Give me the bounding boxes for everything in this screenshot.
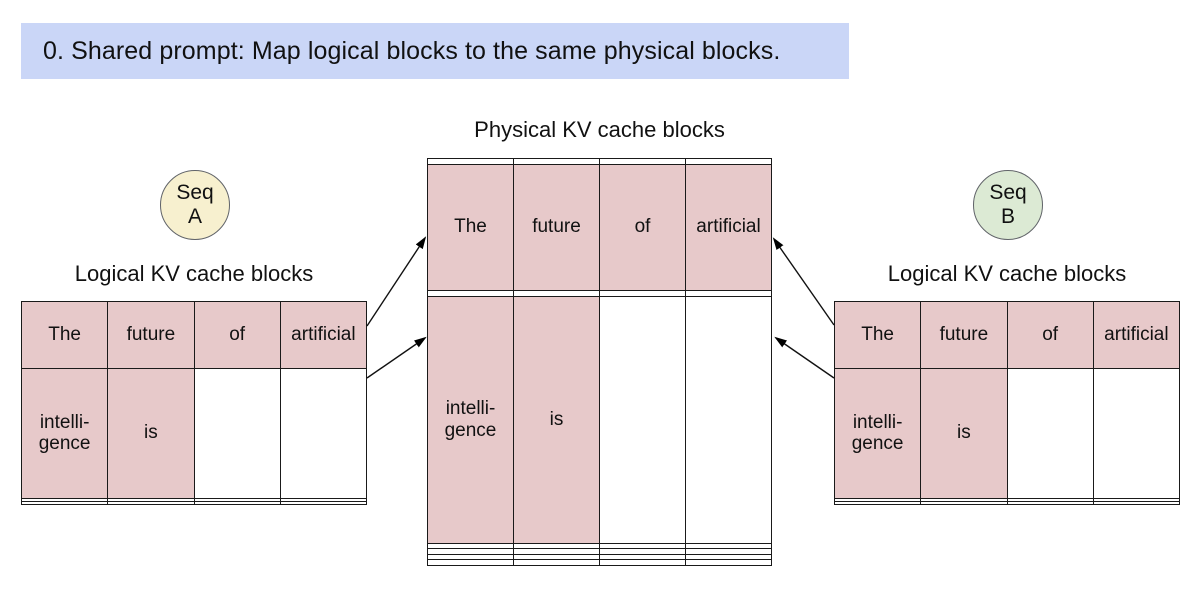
empty-cell xyxy=(513,559,600,566)
table-row xyxy=(833,501,1181,505)
title-text: 0. Shared prompt: Map logical blocks to … xyxy=(43,36,781,65)
empty-cell xyxy=(279,501,368,505)
mapping-arrow xyxy=(366,236,427,327)
token-cell: artificial xyxy=(685,163,772,291)
title-banner: 0. Shared prompt: Map logical blocks to … xyxy=(21,23,849,79)
empty-cell xyxy=(1092,501,1181,505)
token-cell: The xyxy=(427,163,514,291)
physical-table-label: Physical KV cache blocks xyxy=(474,117,725,142)
empty-cell xyxy=(599,295,686,544)
empty-cell xyxy=(1006,367,1094,500)
logical-table-a-label: Logical KV cache blocks xyxy=(74,261,314,286)
mapping-arrow xyxy=(772,237,835,326)
empty-cell xyxy=(1006,501,1094,505)
token-cell: artificial xyxy=(279,301,368,369)
empty-cell xyxy=(599,559,686,566)
token-cell: intelli- gence xyxy=(20,367,109,500)
empty-cell xyxy=(1092,367,1181,500)
token-cell: intelli- gence xyxy=(427,295,514,544)
token-cell: of xyxy=(1006,301,1094,369)
token-cell: future xyxy=(513,163,600,291)
empty-cell xyxy=(107,501,195,505)
table-row xyxy=(427,559,772,566)
empty-cell xyxy=(685,559,772,566)
token-cell: artificial xyxy=(1092,301,1181,369)
token-cell: The xyxy=(833,301,922,369)
token-cell: is xyxy=(920,367,1008,500)
empty-cell xyxy=(920,501,1008,505)
seq-a-label: Seq A xyxy=(176,181,214,228)
empty-cell xyxy=(193,367,281,500)
empty-cell xyxy=(427,559,514,566)
token-cell: intelli- gence xyxy=(833,367,922,500)
seq-b-badge: Seq B xyxy=(973,170,1043,240)
token-cell: future xyxy=(107,301,195,369)
table-row xyxy=(20,501,368,505)
seq-a-badge: Seq A xyxy=(160,170,230,240)
token-cell: is xyxy=(107,367,195,500)
token-cell: of xyxy=(193,301,281,369)
token-cell: The xyxy=(20,301,109,369)
token-cell: is xyxy=(513,295,600,544)
mapping-arrow xyxy=(366,336,427,379)
logical-table-b-label: Logical KV cache blocks xyxy=(887,261,1127,286)
empty-cell xyxy=(193,501,281,505)
token-cell: of xyxy=(599,163,686,291)
empty-cell xyxy=(279,367,368,500)
empty-cell xyxy=(685,295,772,544)
token-cell: future xyxy=(920,301,1008,369)
mapping-arrow xyxy=(774,336,835,379)
empty-cell xyxy=(833,501,922,505)
seq-b-label: Seq B xyxy=(989,181,1027,228)
empty-cell xyxy=(20,501,109,505)
